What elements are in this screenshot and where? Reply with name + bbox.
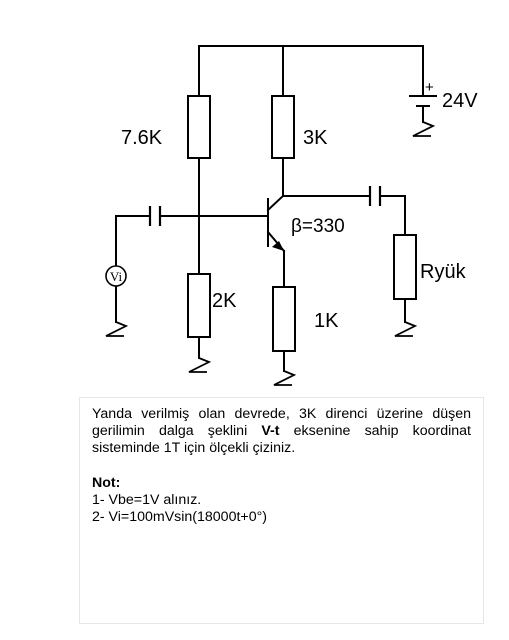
resistor-load: [393, 234, 417, 300]
source-circle: [105, 265, 127, 287]
transistor-collector: [266, 194, 285, 212]
re-label: 1K: [314, 310, 339, 332]
question-bold-term: V-t: [261, 423, 280, 439]
ground-symbol-emitter: [273, 370, 297, 386]
question-text: Yanda verilmiş olan devrede, 3K direnci …: [92, 406, 471, 457]
ground-symbol-r2: [188, 357, 212, 373]
load-label: Ryük: [420, 261, 467, 283]
circuit-diagram: + 24V 7.6K 3K β=330 2K 1K Ryük Vi: [105, 45, 478, 386]
supply-plus-sign: +: [425, 79, 434, 96]
ground-symbol-battery: [412, 121, 436, 137]
beta-label: β=330: [291, 216, 345, 237]
rc-label: 3K: [303, 127, 328, 149]
r2-label: 2K: [212, 290, 237, 312]
note-item-2: 2- Vi=100mVsin(18000t+0°): [92, 509, 267, 525]
ground-symbol-load: [394, 321, 418, 337]
ground-symbol-source: [105, 321, 129, 337]
r1-label: 7.6K: [121, 127, 163, 149]
input-wire: [115, 215, 269, 268]
source-label: Vi: [110, 269, 123, 284]
question-text-before: Yanda verilmiş olan devrede, 3K direnci …: [92, 406, 471, 439]
question-text-after: eksenine sahip koordinat sisteminde 1T i…: [92, 423, 471, 456]
resistor-re: [272, 286, 296, 352]
resistor-rc: [271, 95, 295, 159]
note-title: Not:: [92, 475, 121, 491]
question-box: Yanda verilmiş olan devrede, 3K direnci …: [79, 397, 484, 624]
resistor-r1: [187, 95, 211, 159]
output-wire: [282, 195, 406, 323]
note-item-1: 1- Vbe=1V alınız.: [92, 492, 202, 508]
supply-voltage-label: 24V: [442, 90, 478, 112]
resistor-r2: [187, 273, 211, 338]
transistor-emitter-arrow: [272, 241, 284, 251]
